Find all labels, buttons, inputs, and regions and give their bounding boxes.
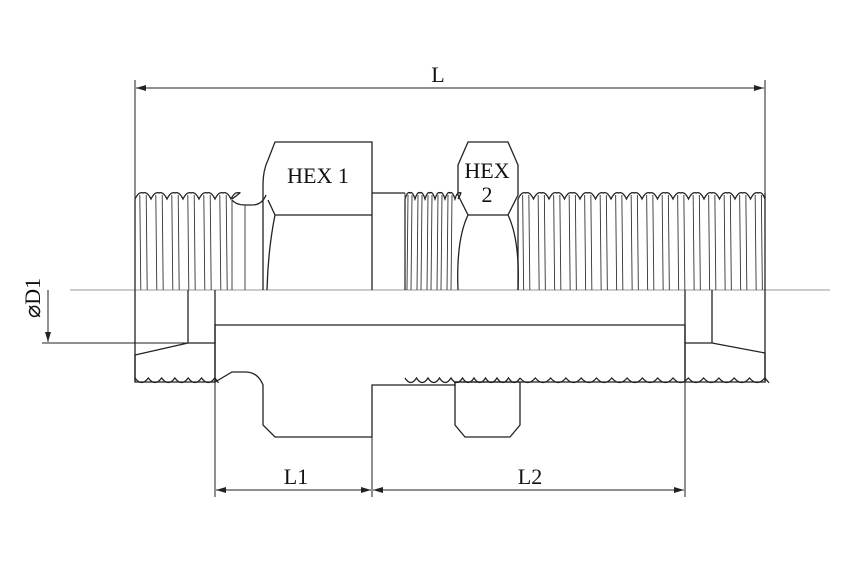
thread-line (440, 194, 443, 291)
thread-line (139, 194, 142, 291)
thread-line (430, 194, 433, 291)
thread-line (714, 194, 717, 291)
thread-line (698, 194, 701, 291)
thread-line (760, 194, 763, 291)
thread-line (646, 194, 649, 291)
thread-line (661, 194, 664, 291)
thread-root (134, 376, 219, 384)
thread-root (404, 376, 521, 384)
thread-line (729, 194, 732, 291)
thread-line (553, 194, 556, 291)
thread-line (522, 194, 525, 291)
thread-line (590, 194, 593, 291)
thread-crest (134, 191, 241, 201)
mid-thread (404, 191, 462, 291)
thread-line (161, 194, 164, 291)
thread-line (420, 194, 423, 291)
thread-line (708, 194, 711, 291)
thread-line (723, 194, 726, 291)
thread-line (574, 194, 577, 291)
label-L1: L1 (284, 464, 308, 489)
thread-line (219, 194, 222, 291)
thread-line (568, 194, 571, 291)
thread-line (450, 194, 453, 291)
hex2-body (457, 141, 519, 291)
thread-line (677, 194, 680, 291)
section-right-end (684, 342, 766, 383)
thread-root (519, 376, 770, 384)
thread-line (754, 194, 757, 291)
thread-line (559, 194, 562, 291)
thread-line (537, 194, 540, 291)
thread-line (692, 194, 695, 291)
thread-line (636, 194, 639, 291)
thread-line (145, 194, 148, 291)
neck (231, 194, 267, 206)
label-D1: ⌀D1 (20, 278, 45, 318)
section-left-end (134, 342, 216, 383)
label-hex2-line2: 2 (482, 182, 493, 207)
thread-line (745, 194, 748, 291)
thread-line (584, 194, 587, 291)
thread-line (621, 194, 624, 291)
section-hex2 (454, 381, 521, 438)
thread-line (615, 194, 618, 291)
thread-line (605, 194, 608, 291)
thread-line (599, 194, 602, 291)
label-L2: L2 (518, 464, 542, 489)
label-hex2-line1: HEX (464, 158, 509, 183)
left-thread (134, 191, 241, 291)
thread-crest (404, 191, 462, 202)
thread-line (177, 194, 180, 291)
thread-line (203, 194, 206, 291)
thread-line (171, 194, 174, 291)
thread-line (155, 194, 158, 291)
thread-line (739, 194, 742, 291)
right-thread (517, 191, 766, 291)
thread-line (416, 194, 419, 291)
thread-crest (517, 191, 766, 201)
thread-line (528, 194, 531, 291)
thread-line (630, 194, 633, 291)
label-L: L (431, 62, 444, 87)
thread-line (667, 194, 670, 291)
thread-line (446, 194, 449, 291)
hex1-body (262, 141, 373, 290)
thread-line (406, 194, 409, 291)
thread-line (193, 194, 196, 291)
thread-line (187, 194, 190, 291)
thread-line (410, 194, 413, 291)
label-hex1: HEX 1 (287, 163, 349, 188)
thread-line (543, 194, 546, 291)
thread-line (652, 194, 655, 291)
thread-line (436, 194, 439, 291)
thread-line (683, 194, 686, 291)
section-thread-roots (134, 376, 770, 384)
thread-line (209, 194, 212, 291)
thread-line (426, 194, 429, 291)
thread-line (225, 194, 228, 291)
